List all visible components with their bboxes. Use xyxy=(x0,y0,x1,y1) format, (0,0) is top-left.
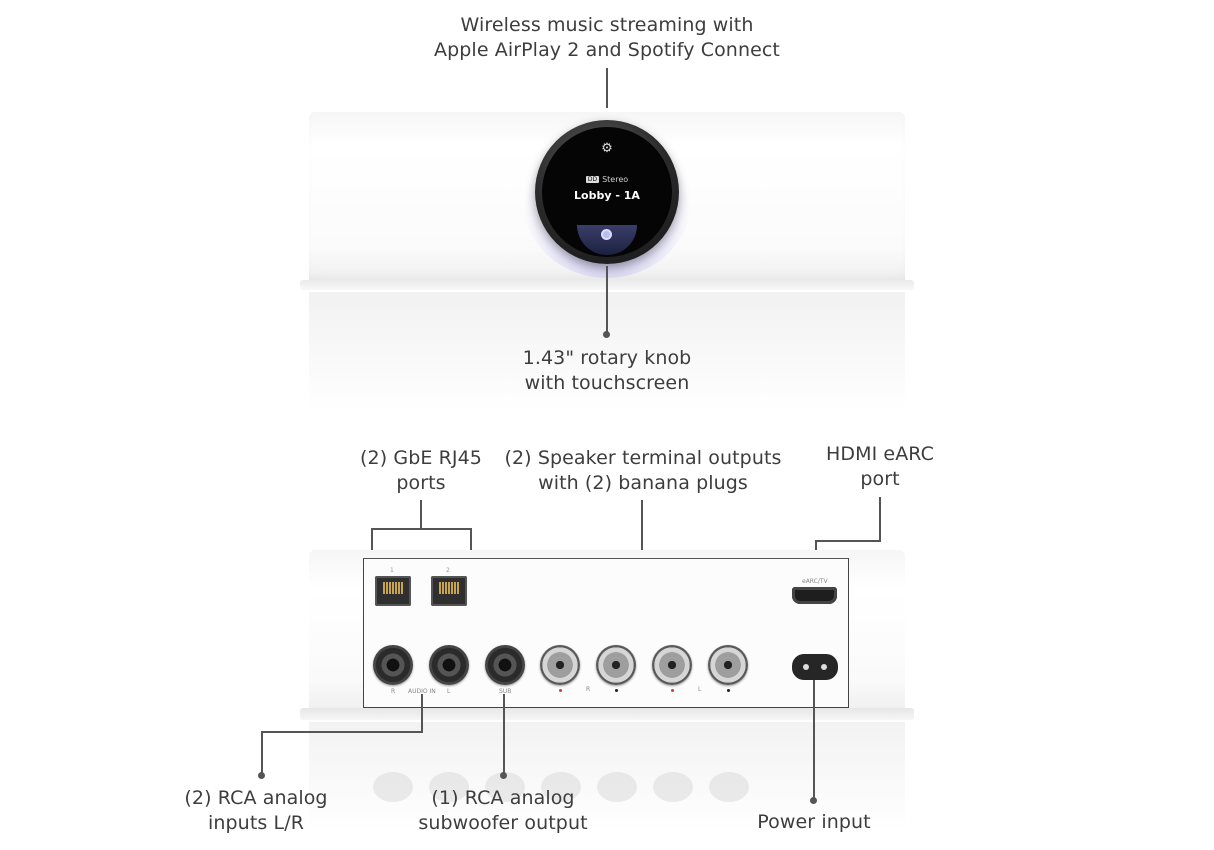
rca-inputs-leader-drop xyxy=(261,731,263,775)
streaming-leader-line xyxy=(606,68,608,108)
rca-inputs-callout-line2: inputs L/R xyxy=(208,812,304,834)
rca-inputs-leader-dot xyxy=(258,772,265,779)
power-input-port[interactable] xyxy=(792,654,838,680)
hdmi-port-label: eARC/TV xyxy=(802,578,828,585)
speakers-callout-line2: with (2) banana plugs xyxy=(538,472,748,494)
power-callout-line1: Power input xyxy=(757,811,871,833)
port-2-number: 2 xyxy=(446,567,450,574)
streaming-callout-line2: Apple AirPlay 2 and Spotify Connect xyxy=(434,39,780,61)
rca-subwoofer-output[interactable] xyxy=(485,645,525,685)
knob-leader-dot xyxy=(603,331,610,338)
sub-label: SUB xyxy=(499,688,512,695)
reflection-port xyxy=(597,772,637,802)
speaker-icon[interactable] xyxy=(601,229,612,240)
speaker-terminal-l-negative[interactable] xyxy=(708,645,748,685)
rca-inputs-callout-line1: (2) RCA analog xyxy=(184,787,328,809)
speaker-terminal-l-positive[interactable] xyxy=(652,645,692,685)
hdmi-leader-horizontal xyxy=(815,540,881,542)
hdmi-earc-port[interactable] xyxy=(792,587,837,604)
rca-r-label: R xyxy=(391,688,396,695)
power-callout: Power input xyxy=(744,810,884,835)
gear-icon[interactable]: ⚙ xyxy=(601,141,613,156)
rj45-bracket-right xyxy=(470,528,472,550)
speaker-l-label: L xyxy=(698,686,702,693)
rca-input-right[interactable] xyxy=(373,645,413,685)
rj45-port-2[interactable] xyxy=(431,576,467,606)
subwoofer-callout-line2: subwoofer output xyxy=(418,812,588,834)
rj45-leader-stem xyxy=(420,500,422,529)
mode-badge: DD xyxy=(585,176,600,183)
speaker-r-label: R xyxy=(586,686,591,693)
speakers-callout-line1: (2) Speaker terminal outputs xyxy=(504,447,782,469)
knob-callout: 1.43" rotary knob with touchscreen xyxy=(480,346,734,396)
streaming-callout: Wireless music streaming with Apple AirP… xyxy=(420,13,794,63)
hdmi-callout: HDMI eARC port xyxy=(810,442,950,492)
knob-bottom-bar[interactable] xyxy=(577,225,637,255)
reflection-port xyxy=(429,772,469,802)
knob-leader-line xyxy=(606,266,608,334)
reflection-port xyxy=(541,772,581,802)
audio-in-label: AUDIO IN xyxy=(408,688,436,695)
positive-marker xyxy=(671,689,674,692)
reflection-port xyxy=(373,772,413,802)
hdmi-callout-line1: HDMI eARC xyxy=(825,443,935,465)
rca-l-label: L xyxy=(447,688,451,695)
reflection-port xyxy=(653,772,693,802)
rear-reflection xyxy=(309,722,905,832)
rj45-callout: (2) GbE RJ45 ports xyxy=(340,446,502,496)
rj45-bracket-top xyxy=(371,528,472,530)
negative-marker xyxy=(615,689,618,692)
positive-marker xyxy=(559,689,562,692)
rj45-bracket-left xyxy=(371,528,373,550)
power-leader-stem xyxy=(813,680,815,800)
rj45-callout-line2: ports xyxy=(396,472,446,494)
knob-callout-line2: with touchscreen xyxy=(524,372,690,394)
knob-callout-line1: 1.43" rotary knob xyxy=(522,347,692,369)
negative-marker xyxy=(727,689,730,692)
zone-name: Lobby - 1A xyxy=(574,189,640,202)
speaker-terminal-r-positive[interactable] xyxy=(540,645,580,685)
speakers-callout: (2) Speaker terminal outputs with (2) ba… xyxy=(502,446,784,496)
hdmi-callout-line2: port xyxy=(860,468,900,490)
audio-mode-text: Stereo xyxy=(602,175,629,184)
rj45-callout-line1: (2) GbE RJ45 xyxy=(360,447,482,469)
rca-input-left[interactable] xyxy=(429,645,469,685)
rca-inputs-callout: (2) RCA analog inputs L/R xyxy=(176,786,336,836)
speaker-terminal-r-negative[interactable] xyxy=(596,645,636,685)
rca-inputs-leader-stem xyxy=(421,694,423,732)
subwoofer-leader-stem xyxy=(503,694,505,774)
subwoofer-leader-dot xyxy=(500,772,507,779)
power-leader-dot xyxy=(810,797,817,804)
reflection-port xyxy=(709,772,749,802)
subwoofer-callout: (1) RCA analog subwoofer output xyxy=(414,786,592,836)
amplifier-rear-base xyxy=(300,708,914,720)
port-1-number: 1 xyxy=(390,567,394,574)
hdmi-leader-stem xyxy=(879,497,881,541)
rca-inputs-leader-horizontal xyxy=(261,731,423,733)
streaming-callout-line1: Wireless music streaming with xyxy=(460,14,754,36)
subwoofer-callout-line1: (1) RCA analog xyxy=(431,787,575,809)
rj45-port-1[interactable] xyxy=(375,576,411,606)
